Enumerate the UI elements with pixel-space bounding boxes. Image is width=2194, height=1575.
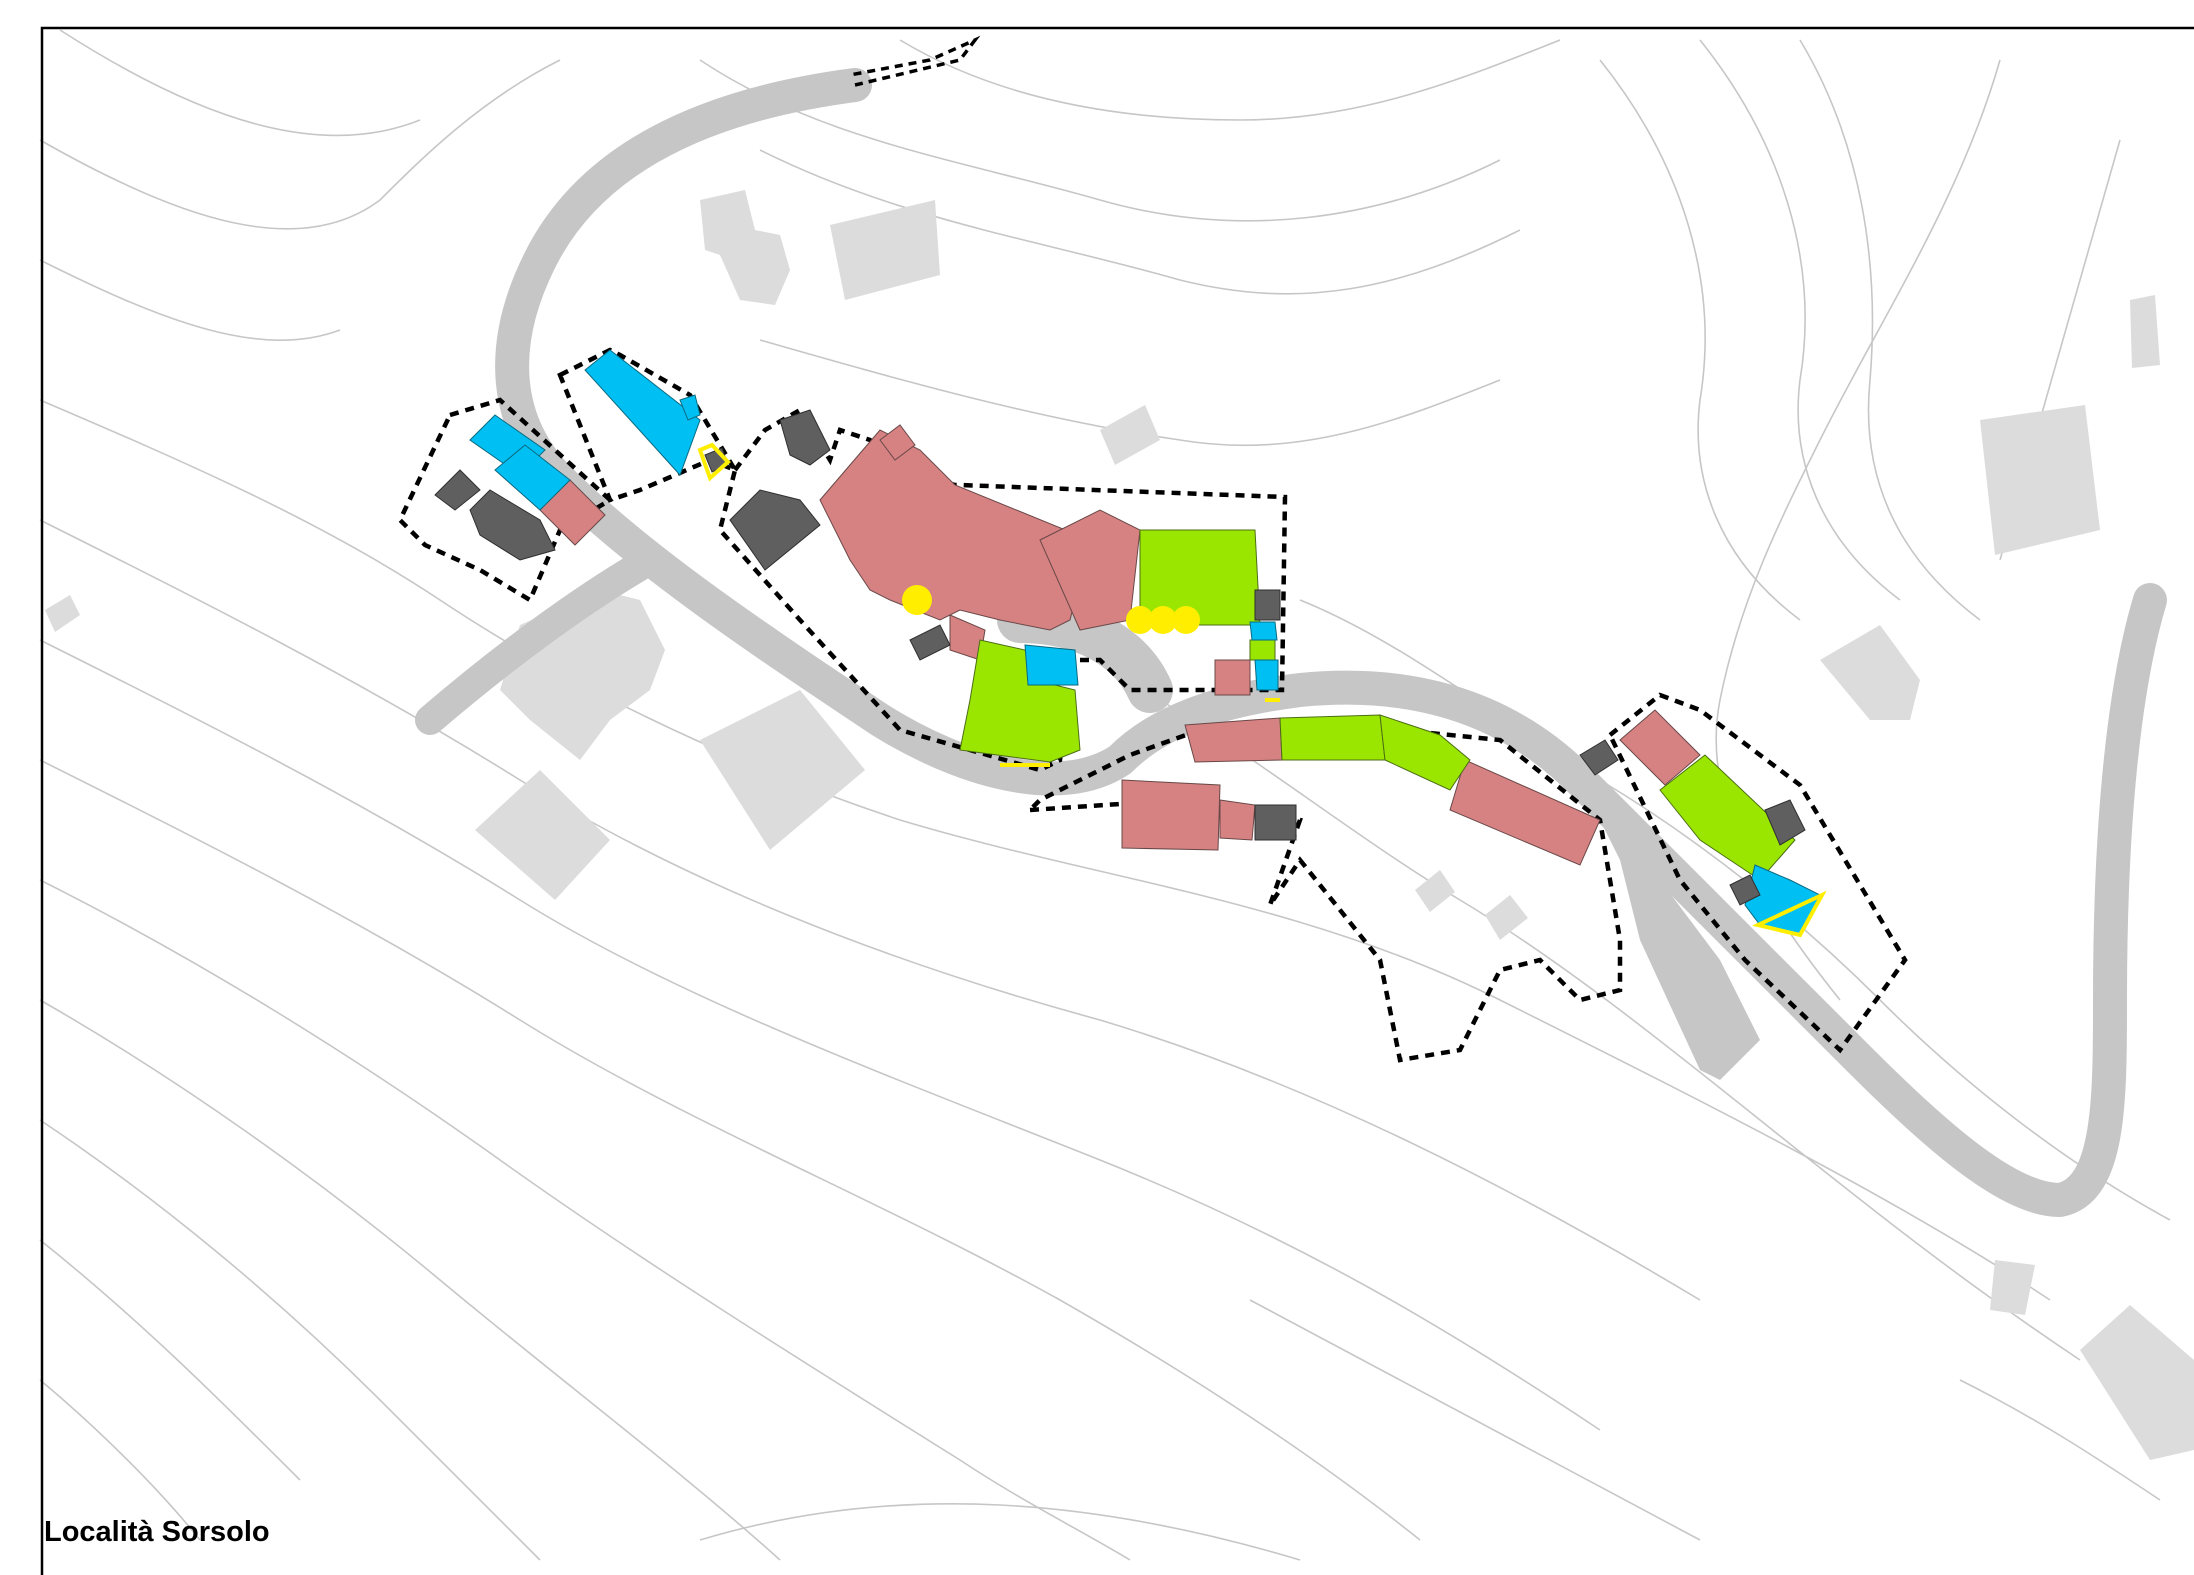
buildings-darkgray[interactable]	[434, 409, 1806, 906]
boundary-west	[397, 397, 614, 604]
building-green-tiny	[1249, 639, 1276, 661]
building-green-row-2	[1379, 714, 1471, 791]
building-darkgray-east-2	[1254, 804, 1297, 841]
buildings-green[interactable]	[959, 529, 1796, 881]
building-blue-court	[1024, 644, 1079, 686]
building-red-courtyard	[1214, 659, 1251, 696]
boundary-centre	[717, 406, 1288, 773]
buildings-blue[interactable]	[469, 349, 1821, 936]
building-red-row-1	[1184, 717, 1283, 763]
highlight-outlines	[697, 442, 1827, 938]
building-darkgray-east-1	[1254, 589, 1281, 621]
building-red-east-block	[1039, 509, 1141, 631]
building-darkgray-north	[779, 409, 831, 466]
building-darkgray-east-3	[1579, 739, 1619, 776]
main-road	[495, 68, 2167, 1217]
boundary-lines	[397, 347, 1908, 1063]
yellow-point-4	[1172, 606, 1200, 634]
road-widening	[1600, 820, 1760, 1080]
building-blue-north	[584, 349, 701, 476]
boundary-south	[1024, 727, 1623, 1063]
yellow-point-3	[1149, 606, 1177, 634]
building-red-east	[1619, 709, 1701, 786]
building-blue-east-2	[1254, 659, 1279, 691]
dashed-track	[849, 35, 981, 87]
building-darkgray-east-5	[1729, 874, 1761, 906]
side-road-west	[415, 545, 665, 735]
building-red-south	[1121, 779, 1221, 851]
boundary-north	[557, 347, 741, 503]
building-red-row-2	[1449, 759, 1601, 866]
building-darkgray-centre	[729, 489, 821, 571]
building-red-north-tip	[879, 424, 916, 461]
building-blue-east-1	[1249, 621, 1278, 641]
place-label: Località Sorsolo	[44, 1516, 270, 1548]
building-darkgray-small	[909, 624, 951, 661]
contour-lines	[39, 29, 2171, 1561]
buildings-red[interactable]	[534, 424, 1701, 866]
building-blue-west-2	[494, 444, 571, 511]
building-darkgray-east-4	[1764, 799, 1806, 846]
building-blue-north-nub	[679, 394, 701, 421]
building-green-east	[1659, 754, 1796, 881]
building-darkgray-west-2	[469, 489, 556, 561]
building-red-main	[819, 429, 1091, 631]
building-green-row-1	[1279, 714, 1386, 761]
yellow-point-2	[1126, 606, 1154, 634]
building-darkgray-west-1	[434, 469, 481, 511]
context-buildings	[45, 190, 2194, 1460]
yellow-point-1	[902, 585, 932, 615]
boundary-east	[1607, 692, 1908, 1054]
building-red-south-annex	[1219, 799, 1256, 841]
map-border	[40, 26, 2194, 1575]
yellow-points[interactable]	[902, 585, 1200, 634]
